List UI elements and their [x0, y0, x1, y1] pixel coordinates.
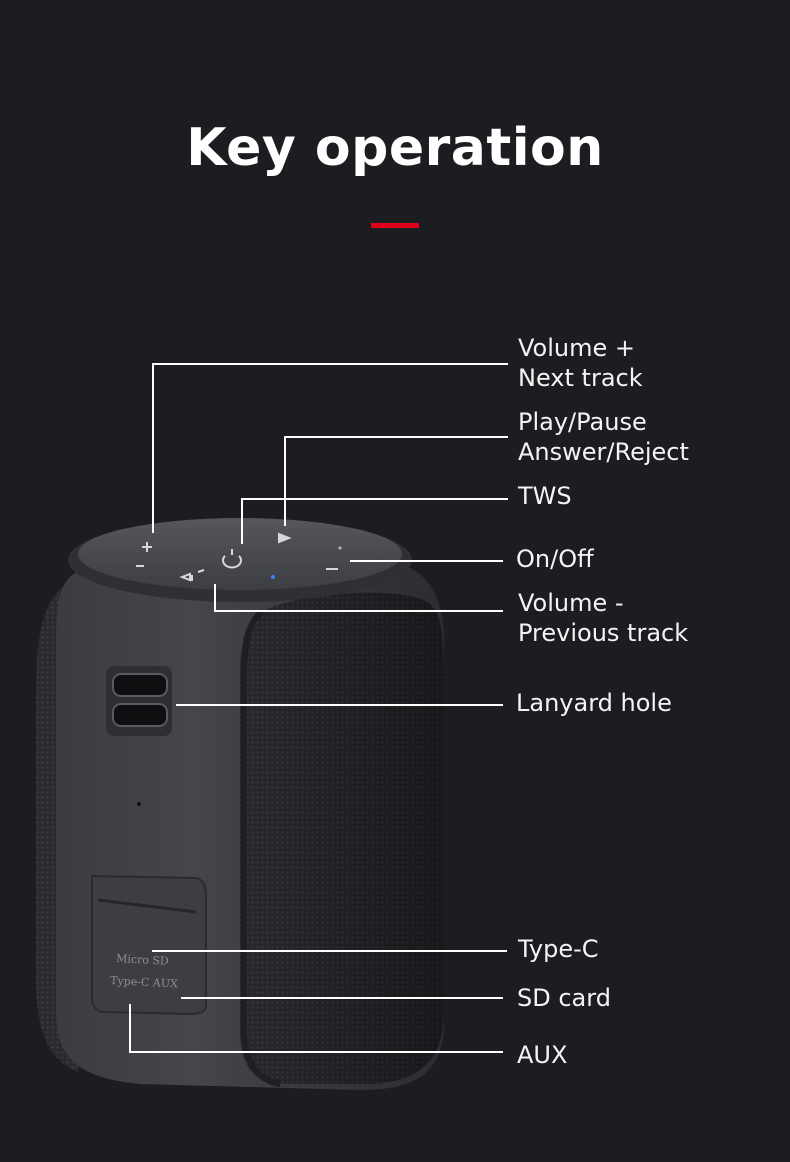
status-led	[271, 575, 275, 579]
leader-volume-up	[152, 363, 508, 533]
label-tws: TWS	[518, 482, 572, 510]
page-title: Key operation	[186, 118, 604, 178]
top-button-panel	[78, 518, 402, 590]
tws-icon	[222, 549, 242, 569]
microphone-hole	[137, 802, 141, 806]
leader-aux	[129, 1004, 503, 1053]
leader-volume-down	[214, 584, 503, 612]
label-typec: Type-C	[518, 935, 599, 963]
leader-play-pause	[284, 436, 508, 526]
label-sd-card: SD card	[517, 984, 611, 1012]
label-volume-down: Volume - Previous track	[518, 589, 689, 647]
label-lanyard: Lanyard hole	[516, 689, 672, 717]
play-pause-icon	[278, 532, 292, 544]
leader-tws	[241, 498, 508, 544]
label-power: On/Off	[516, 545, 594, 573]
top-buttons	[136, 532, 338, 582]
previous-icon	[179, 569, 205, 582]
port-cover: Micro SD Type-C AUX	[91, 874, 207, 1016]
micro-sd-marking: Micro SD	[116, 952, 169, 968]
lanyard-hole	[106, 666, 172, 736]
label-aux: AUX	[517, 1041, 568, 1069]
title-accent-bar	[371, 223, 419, 228]
label-play-pause: Play/Pause Answer/Reject	[518, 408, 689, 466]
typec-aux-marking: Type-C AUX	[110, 974, 179, 991]
label-volume-up: Volume + Next track	[518, 334, 643, 392]
plus-icon	[142, 542, 152, 552]
